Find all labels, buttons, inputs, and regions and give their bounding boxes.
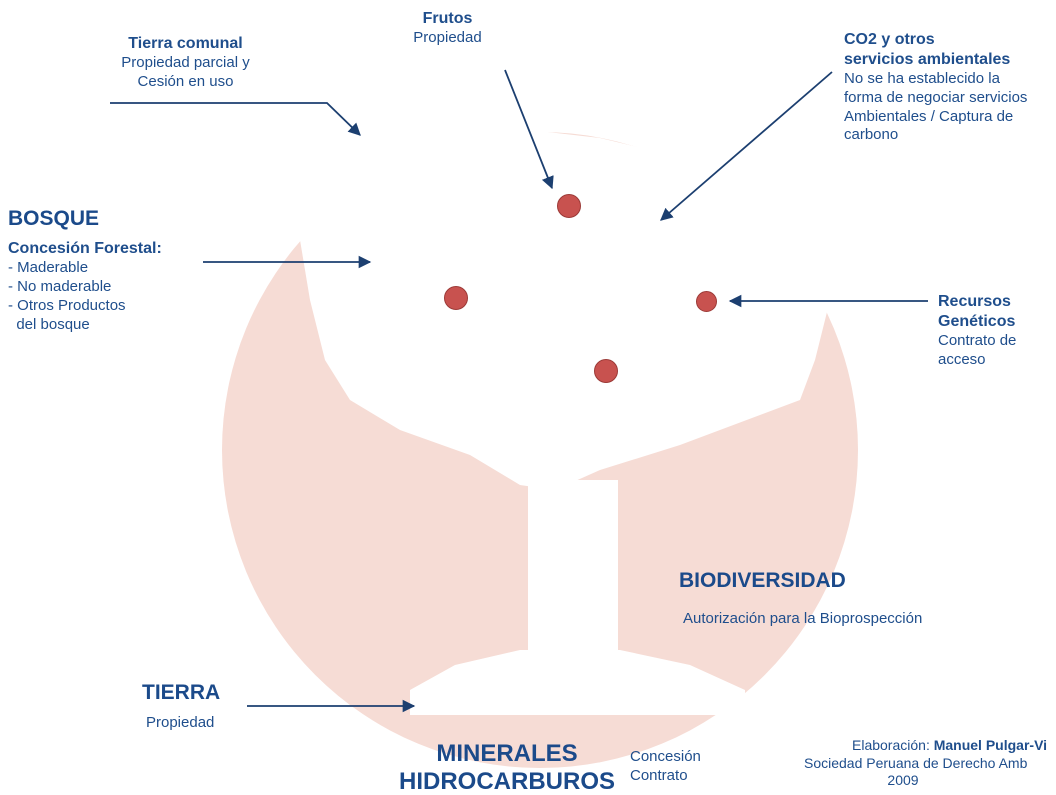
credit-line1: Elaboración: Manuel Pulgar-Vi xyxy=(800,737,1056,755)
resource-dot xyxy=(696,291,717,312)
biodiversidad-title: BIODIVERSIDAD xyxy=(679,569,846,592)
minerales-label: MINERALES HIDROCARBUROS xyxy=(397,740,617,795)
recursos-label: Recursos Genéticos Contrato de acceso xyxy=(938,292,1016,370)
tierra-label: TIERRA Propiedad xyxy=(142,680,220,733)
credit: Elaboración: Manuel Pulgar-Vi Sociedad P… xyxy=(800,737,1056,790)
credit-author: Manuel Pulgar-Vi xyxy=(933,737,1048,753)
co2-line2: forma de negociar servicios xyxy=(844,88,1028,106)
bosque-subtitle: Concesión Forestal: xyxy=(8,240,162,258)
co2-title1: CO2 y otros xyxy=(844,31,935,48)
tierra-subtitle: Propiedad xyxy=(146,714,215,732)
bosque-item: - No maderable xyxy=(8,278,112,295)
arrow-co2 xyxy=(660,71,833,221)
minerales-line2: Contrato xyxy=(630,766,688,784)
bosque-item: del bosque xyxy=(8,315,90,333)
tree-roots xyxy=(410,650,745,715)
minerales-detail: Concesión Contrato xyxy=(630,748,701,786)
recursos-title1: Recursos xyxy=(938,293,1011,310)
resource-dot xyxy=(444,286,468,310)
co2-label: CO2 y otros servicios ambientales No se … xyxy=(844,30,1027,145)
resource-dot xyxy=(594,359,618,383)
recursos-line1: Contrato de xyxy=(938,332,1017,349)
arrow-frutos xyxy=(504,69,554,190)
bosque-item: - Maderable xyxy=(8,259,89,277)
bosque-title: BOSQUE xyxy=(8,207,100,230)
resource-dot xyxy=(557,194,581,218)
arrow-tierra-comunal xyxy=(110,102,361,136)
tierra-comunal-line2: Cesión en uso xyxy=(137,72,234,90)
tierra-comunal-label: Tierra comunal Propiedad parcial y Cesió… xyxy=(103,34,268,92)
bosque-label: BOSQUE Concesión Forestal: - Maderable -… xyxy=(8,206,162,334)
tree-trunk xyxy=(528,480,618,670)
tree-canopy xyxy=(300,128,840,490)
co2-line1: No se ha establecido la xyxy=(844,70,1000,87)
tierra-comunal-line1: Propiedad parcial y xyxy=(121,54,250,71)
tierra-title: TIERRA xyxy=(142,681,221,704)
credit-year: 2009 xyxy=(887,772,919,788)
co2-line4: carbono xyxy=(844,126,899,144)
frutos-label: Frutos Propiedad xyxy=(400,9,495,48)
bosque-item: - Otros Productos xyxy=(8,296,126,314)
biodiversidad-label: BIODIVERSIDAD Autorización para la Biopr… xyxy=(679,568,922,629)
frutos-title: Frutos xyxy=(422,10,473,27)
credit-org: Sociedad Peruana de Derecho Amb xyxy=(804,754,1028,771)
co2-title2: servicios ambientales xyxy=(844,51,1011,68)
tree-silhouette xyxy=(300,128,840,715)
minerales-line1: Concesión xyxy=(630,748,701,765)
biodiversidad-subtitle: Autorización para la Bioprospección xyxy=(683,610,923,628)
arrows xyxy=(110,69,928,713)
co2-line3: Ambientales / Captura de xyxy=(844,107,1014,125)
minerales-title2: HIDROCARBUROS xyxy=(399,767,615,795)
recursos-title2: Genéticos xyxy=(938,313,1016,330)
recursos-line2: acceso xyxy=(938,350,986,368)
minerales-title1: MINERALES xyxy=(436,740,578,767)
frutos-subtitle: Propiedad xyxy=(413,29,482,46)
tierra-comunal-title: Tierra comunal xyxy=(128,35,243,52)
credit-prefix: Elaboración: xyxy=(852,737,934,753)
